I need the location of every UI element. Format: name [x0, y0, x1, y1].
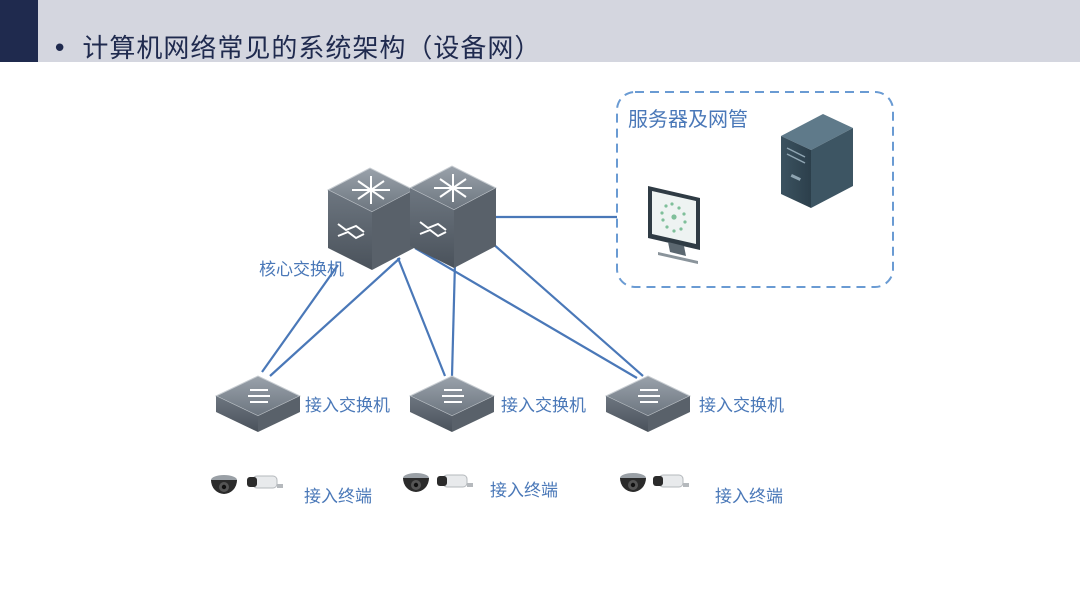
- server-group-box: [616, 91, 894, 288]
- link-line: [450, 261, 457, 377]
- bullet-camera-icon: [653, 474, 689, 488]
- dome-camera-icon: [403, 473, 429, 492]
- title-bullet: •: [52, 34, 69, 64]
- access-switch-label: 接入交换机: [699, 396, 784, 416]
- access-switch-icon: [408, 375, 496, 432]
- access-switch-icon: [214, 375, 302, 432]
- access-switch-label: 接入交换机: [305, 396, 390, 416]
- terminal-label: 接入终端: [490, 481, 558, 501]
- link-line: [269, 257, 401, 377]
- bullet-camera-icon: [437, 474, 473, 488]
- link-line: [261, 264, 339, 373]
- access-switch-icon: [604, 375, 692, 432]
- bullet-camera-icon: [247, 475, 283, 489]
- link-line: [414, 247, 638, 379]
- header-bar: [0, 0, 1080, 62]
- core-switch-icon: [408, 165, 498, 268]
- server-tower-icon: [781, 114, 853, 208]
- terminal-label: 接入终端: [304, 487, 372, 507]
- dome-camera-icon: [211, 475, 237, 494]
- core-switch-label: 核心交换机: [259, 260, 344, 280]
- title-text: 计算机网络常见的系统架构（设备网）: [82, 34, 542, 64]
- dome-camera-icon: [620, 473, 646, 492]
- core-switch-icon: [326, 167, 416, 270]
- page-title: • 计算机网络常见的系统架构（设备网）: [52, 28, 541, 65]
- terminal-label: 接入终端: [715, 487, 783, 507]
- access-switch-label: 接入交换机: [501, 396, 586, 416]
- monitor-icon: [648, 186, 700, 264]
- link-lines: [261, 215, 644, 379]
- header-accent: [0, 0, 38, 62]
- link-line: [396, 257, 447, 377]
- link-line: [491, 242, 644, 377]
- server-group-label: 服务器及网管: [628, 107, 748, 131]
